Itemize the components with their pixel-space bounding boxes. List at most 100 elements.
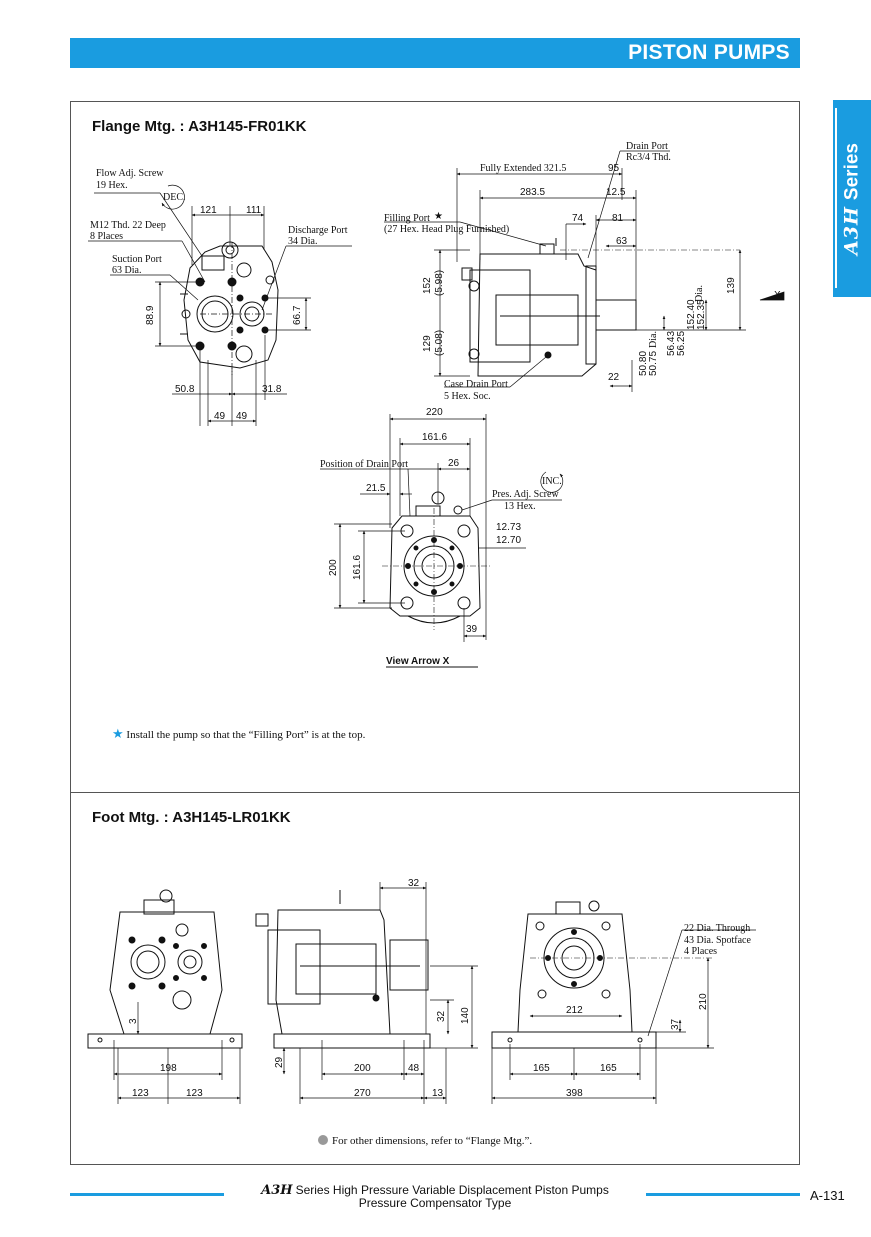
dim-121: 121 — [200, 205, 217, 216]
dim-283-5: 283.5 — [520, 187, 545, 198]
star-icon: ★ — [112, 726, 124, 741]
dim-12-70: 12.70 — [496, 535, 521, 546]
foot-front-text: 3 198 123 123 — [128, 1018, 203, 1099]
label-suction-port: Suction Port — [112, 254, 162, 265]
dim-129: 129 — [422, 335, 433, 352]
dim-50-75: 50.75 — [648, 351, 659, 376]
label-x-arrow: X — [774, 290, 781, 301]
dim-22: 22 — [608, 372, 620, 383]
foot-reference-note-text: For other dimensions, refer to “Flange M… — [332, 1135, 533, 1147]
foot-end-view — [491, 900, 714, 1049]
foot-reference-note: For other dimensions, refer to “Flange M… — [318, 1135, 532, 1147]
dim-50-8: 50.8 — [175, 384, 195, 395]
dim-13: 13 — [432, 1088, 444, 1099]
dim-56-43: 56.43 — [666, 331, 677, 356]
dim-139: 139 — [726, 277, 737, 294]
dim-88-9: 88.9 — [145, 305, 156, 325]
dim-152-40: 152.40 — [686, 299, 697, 330]
dim-123-right: 123 — [186, 1088, 203, 1099]
label-22-dia-through: 22 Dia. Through — [684, 923, 750, 934]
view-arrow-x-dims — [320, 414, 564, 668]
dim-66-7: 66.7 — [292, 305, 303, 325]
foot-side-text: 32 32 140 29 200 48 270 13 — [274, 878, 471, 1099]
bullet-dot-icon — [318, 1135, 328, 1145]
dim-111: 111 — [246, 205, 262, 216]
label-case-drain-port: Case Drain Port — [444, 379, 508, 390]
dim-21-5: 21.5 — [366, 483, 386, 494]
foot-side-view — [255, 890, 431, 1049]
label-eight-places: 8 Places — [90, 231, 123, 242]
footer-rule-left — [70, 1193, 224, 1196]
dim-81: 81 — [612, 213, 624, 224]
view-arrow-x-text: 220 161.6 Position of Drain Port 26 21.5… — [320, 407, 562, 667]
view-arrow-x-caption: View Arrow X — [386, 656, 450, 667]
dim-198: 198 — [160, 1063, 177, 1074]
label-suction-dia: 63 Dia. — [112, 265, 141, 276]
dim-39: 39 — [466, 624, 478, 635]
label-dec: DEC. — [163, 192, 186, 203]
label-pres-adj-screw: Pres. Adj. Screw — [492, 489, 559, 500]
page-number: A-131 — [810, 1188, 845, 1203]
foot-front-view — [87, 889, 243, 1049]
label-fully-extended: Fully Extended 321.5 — [480, 163, 566, 174]
dim-63: 63 — [616, 236, 628, 247]
dim-152: 152 — [422, 277, 433, 294]
dim-31-8: 31.8 — [262, 384, 282, 395]
dim-200-vertical: 200 — [328, 559, 339, 576]
dim-270: 270 — [354, 1088, 371, 1099]
dim-56-25: 56.25 — [676, 331, 687, 356]
label-filling-port: Filling Port — [384, 213, 430, 224]
dim-398: 398 — [566, 1088, 583, 1099]
dim-161-6: 161.6 — [422, 432, 447, 443]
footer-brand: A3H — [261, 1183, 293, 1198]
label-dia-a: Dia. — [694, 285, 705, 302]
dim-26: 26 — [448, 458, 460, 469]
dim-161-6-vertical: 161.6 — [352, 555, 363, 580]
dim-48: 48 — [408, 1063, 420, 1074]
dim-3: 3 — [128, 1018, 139, 1024]
dim-212: 212 — [566, 1005, 583, 1016]
page-header-bar: PISTON PUMPS — [70, 38, 800, 68]
flange-side-view — [461, 238, 740, 377]
dim-165-left: 165 — [533, 1063, 550, 1074]
footer-line-2: Pressure Compensator Type — [358, 1196, 512, 1210]
dim-32-vertical: 32 — [436, 1010, 447, 1022]
page-header-title: PISTON PUMPS — [628, 41, 790, 64]
foot-mounting-panel — [70, 793, 800, 1165]
dim-5-08: (5.08) — [434, 330, 445, 356]
dim-200: 200 — [354, 1063, 371, 1074]
dim-123-left: 123 — [132, 1088, 149, 1099]
dim-5-98: (5.98) — [434, 270, 445, 296]
label-filling-note: (27 Hex. Head Plug Furnished) — [384, 224, 509, 235]
label-m12-thread: M12 Thd. 22 Deep — [90, 220, 166, 231]
footer-line-1: Series High Pressure Variable Displaceme… — [295, 1183, 609, 1197]
dim-12-5: 12.5 — [606, 187, 626, 198]
foot-end-dims — [491, 929, 756, 1104]
flange-section-title: Flange Mtg. : A3H145-FR01KK — [92, 118, 307, 135]
label-flow-adj-hex: 19 Hex. — [96, 180, 128, 191]
flange-side-text: Drain Port Rc3/4 Thd. Fully Extended 321… — [384, 141, 781, 402]
label-four-places: 4 Places — [684, 946, 717, 957]
foot-front-dims — [113, 1002, 241, 1104]
label-43-dia-spotface: 43 Dia. Spotface — [684, 935, 751, 946]
label-drain-thread: Rc3/4 Thd. — [626, 152, 671, 163]
label-drain-port: Drain Port — [626, 141, 668, 152]
side-tab-rule — [835, 108, 837, 288]
flange-front-dims — [88, 184, 352, 426]
flange-front-text: Flow Adj. Screw 19 Hex. DEC. 121 111 M12… — [90, 168, 348, 422]
label-case-drain-hex: 5 Hex. Soc. — [444, 391, 491, 402]
label-pres-adj-hex: 13 Hex. — [504, 501, 536, 512]
dim-165-right: 165 — [600, 1063, 617, 1074]
label-position-drain-port: Position of Drain Port — [320, 459, 408, 470]
dim-74: 74 — [572, 213, 584, 224]
filling-star-icon: ★ — [434, 211, 443, 222]
footer-rule-right — [646, 1193, 800, 1196]
label-discharge-port: Discharge Port — [288, 225, 348, 236]
label-dia-b: Dia. — [648, 331, 659, 348]
dim-49-right: 49 — [236, 411, 248, 422]
series-side-tab: A3HSeries — [833, 100, 871, 297]
dim-95: 95 — [608, 163, 620, 174]
flange-side-dims — [384, 150, 785, 392]
